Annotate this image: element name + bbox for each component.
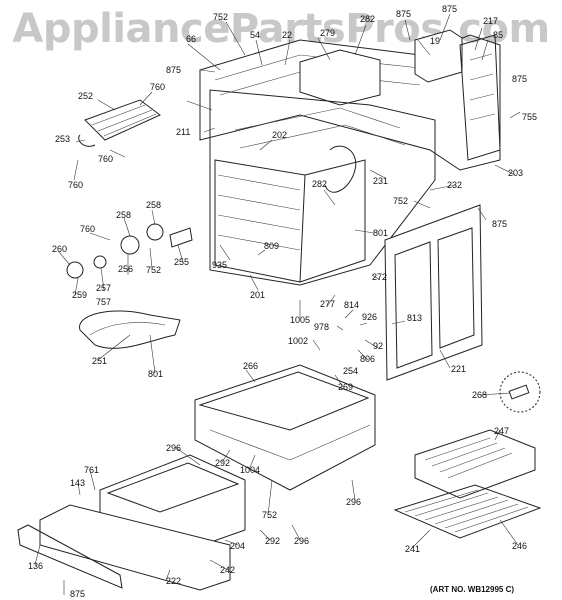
- art-number: (ART NO. WB12995 C): [430, 585, 514, 594]
- label-760-a: 760: [150, 82, 165, 92]
- label-269: 269: [338, 382, 353, 392]
- label-282-mid: 282: [312, 179, 327, 189]
- label-257: 257: [96, 283, 111, 293]
- label-760-c: 760: [68, 180, 83, 190]
- label-256: 256: [118, 264, 133, 274]
- label-292-a: 292: [215, 458, 230, 468]
- label-92: 92: [373, 341, 383, 351]
- label-875-top-b: 875: [442, 4, 457, 14]
- label-251: 251: [92, 356, 107, 366]
- label-202: 202: [272, 130, 287, 140]
- label-757: 757: [96, 297, 111, 307]
- label-1004: 1004: [240, 465, 260, 475]
- label-259: 259: [72, 290, 87, 300]
- broiler-pan: [414, 429, 536, 499]
- label-246: 246: [512, 541, 527, 551]
- label-926: 926: [362, 312, 377, 322]
- label-272: 272: [372, 272, 387, 282]
- oven-top-frame: [199, 29, 501, 171]
- label-752-mid: 752: [393, 196, 408, 206]
- label-258-b: 258: [116, 210, 131, 220]
- label-247: 247: [494, 426, 509, 436]
- label-211: 211: [176, 127, 190, 137]
- label-875-b: 875: [512, 74, 527, 84]
- label-806: 806: [360, 354, 375, 364]
- label-761: 761: [84, 465, 99, 475]
- label-279: 279: [320, 28, 335, 38]
- label-760-d: 760: [80, 224, 95, 234]
- label-752-c: 752: [262, 510, 277, 520]
- label-143: 143: [70, 478, 85, 488]
- side-panel: [384, 204, 483, 381]
- label-203: 203: [508, 168, 523, 178]
- label-755: 755: [522, 112, 537, 122]
- label-813: 813: [407, 313, 422, 323]
- label-935: 935: [212, 260, 227, 270]
- label-232: 232: [447, 180, 462, 190]
- label-85: 85: [493, 30, 503, 40]
- label-296-a: 296: [166, 443, 181, 453]
- label-875-top-a: 875: [396, 9, 411, 19]
- label-231: 231: [373, 176, 388, 186]
- label-253: 253: [55, 134, 70, 144]
- label-752-b: 752: [146, 265, 161, 275]
- label-292-b: 292: [265, 536, 280, 546]
- label-1005: 1005: [290, 315, 310, 325]
- label-204: 204: [230, 541, 245, 551]
- label-22: 22: [282, 30, 292, 40]
- label-258-a: 258: [146, 200, 161, 210]
- label-266: 266: [243, 361, 258, 371]
- label-242: 242: [220, 565, 235, 575]
- label-268: 268: [472, 390, 487, 400]
- leader-lines: [34, 13, 521, 595]
- label-875-bottom: 875: [70, 589, 85, 599]
- label-201: 201: [250, 290, 265, 300]
- label-277: 277: [320, 299, 335, 309]
- label-978: 978: [314, 322, 329, 332]
- label-282-top: 282: [360, 14, 375, 24]
- storage-drawer: [17, 454, 246, 591]
- label-260: 260: [52, 244, 67, 254]
- label-752-top: 752: [213, 12, 228, 22]
- label-296-b: 296: [346, 497, 361, 507]
- label-875-a: 875: [166, 65, 181, 75]
- label-222: 222: [166, 576, 181, 586]
- label-54: 54: [250, 30, 260, 40]
- label-296-c: 296: [294, 536, 309, 546]
- label-801-a: 801: [373, 228, 388, 238]
- bake-element: [79, 310, 181, 349]
- label-809: 809: [264, 241, 279, 251]
- label-254: 254: [343, 366, 358, 376]
- label-875-c: 875: [492, 219, 507, 229]
- label-241: 241: [405, 544, 420, 554]
- label-760-b: 760: [98, 154, 113, 164]
- inset-circle-268: [499, 371, 541, 413]
- label-221: 221: [451, 364, 466, 374]
- label-66: 66: [186, 34, 196, 44]
- label-217: 217: [483, 16, 498, 26]
- broil-element: [78, 99, 161, 147]
- label-801-b: 801: [148, 369, 163, 379]
- label-136: 136: [28, 561, 43, 571]
- oven-rack: [393, 484, 542, 539]
- label-19: 19: [430, 36, 440, 46]
- label-814: 814: [344, 300, 359, 310]
- label-1002: 1002: [288, 336, 308, 346]
- label-252: 252: [78, 91, 93, 101]
- part-labels: 752 282 875 875 217 66 54 22 279 19 85 8…: [28, 4, 537, 599]
- label-255: 255: [174, 257, 189, 267]
- oven-cavity: [209, 89, 436, 286]
- drawer-support-frame: [194, 364, 376, 491]
- control-parts: [66, 223, 193, 279]
